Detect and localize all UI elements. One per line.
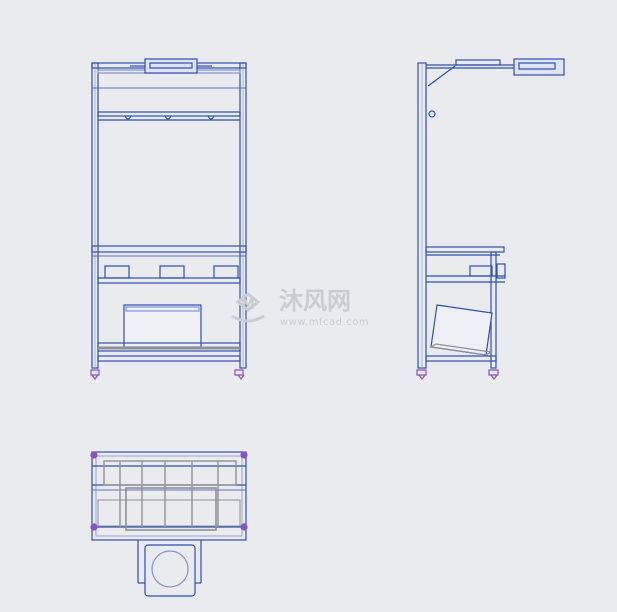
top-view [90, 451, 248, 597]
side-front-post [417, 62, 427, 369]
side-table-top [425, 246, 506, 283]
front-feet [90, 369, 245, 380]
front-upper-crossbar [97, 111, 241, 121]
top-inner-parts [97, 460, 241, 531]
front-table-top [91, 245, 247, 257]
side-top-arm [426, 59, 515, 87]
watermark-url: www.mfcad.com [280, 317, 369, 328]
side-view [416, 58, 565, 380]
front-left-post [91, 62, 99, 369]
front-small-bins [97, 265, 241, 284]
side-rear-post [490, 251, 497, 369]
side-light-fixture [513, 58, 565, 76]
side-feet [416, 369, 499, 380]
side-tilted-bin [429, 304, 493, 356]
watermark-logo: M [231, 292, 265, 323]
side-knob [428, 110, 436, 118]
front-light-fixture [130, 58, 212, 74]
front-view [90, 58, 247, 380]
watermark-title: 沐风网 [279, 287, 351, 315]
front-lower-shelf [97, 304, 241, 362]
watermark: M 沐风网 www.mfcad.com [231, 287, 369, 328]
side-bottom-rail [425, 355, 497, 362]
top-corner-feet [90, 451, 248, 531]
svg-text:M: M [241, 297, 255, 313]
top-outer-frame [91, 451, 247, 541]
top-light-fixture [137, 540, 202, 597]
